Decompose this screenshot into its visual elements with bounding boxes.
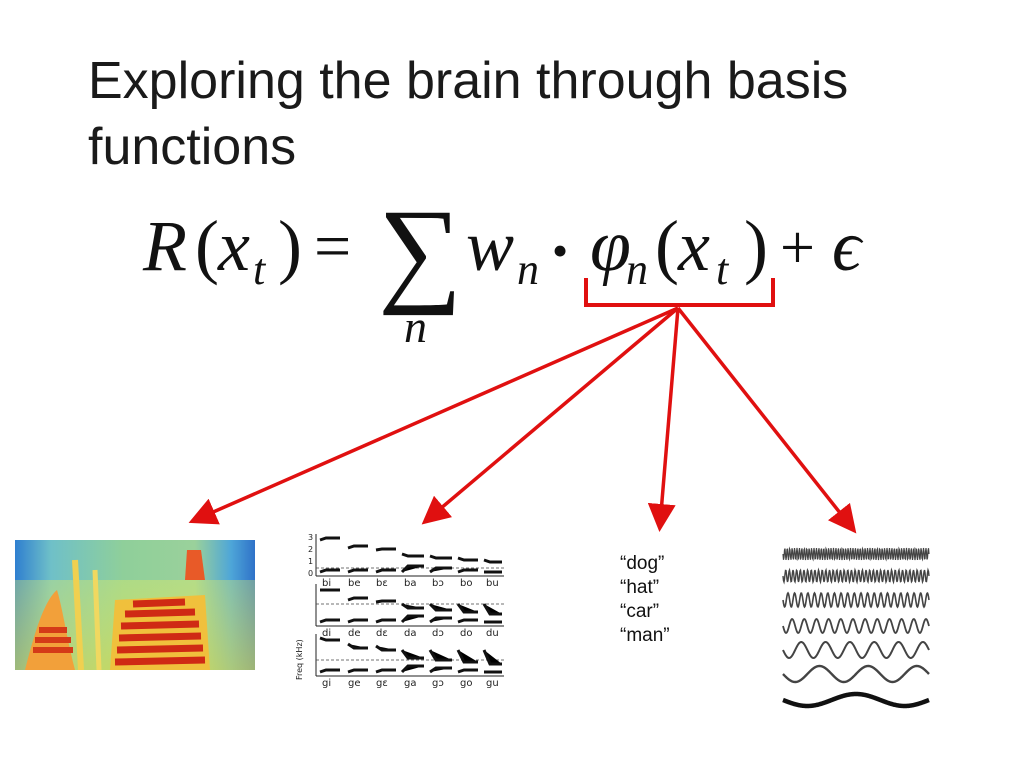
waveform-6 bbox=[782, 664, 930, 684]
syllable-gi: gi bbox=[322, 678, 331, 689]
eq-x-2-subscript: t bbox=[716, 245, 730, 294]
syllable-gaw: gɔ bbox=[432, 678, 444, 689]
eq-epsilon: ϵ bbox=[832, 206, 864, 286]
word-car: “car” bbox=[620, 601, 660, 622]
syllable-bo: bo bbox=[460, 578, 472, 589]
spectrogram-image bbox=[15, 540, 255, 670]
eq-R: R bbox=[142, 206, 187, 286]
syllable-go: go bbox=[460, 678, 472, 689]
eq-w-subscript: n bbox=[517, 245, 539, 294]
syllable-do: do bbox=[460, 628, 472, 639]
sinusoid-waveforms bbox=[782, 546, 930, 709]
syllable-beh: bε bbox=[376, 578, 388, 589]
waveform-4 bbox=[782, 618, 930, 634]
waveform-7 bbox=[782, 691, 930, 709]
waveform-1 bbox=[782, 546, 930, 562]
tick-3: 3 bbox=[308, 533, 313, 542]
formant-axis-label: Freq (kHz) bbox=[295, 639, 304, 680]
waveform-3 bbox=[782, 591, 930, 609]
eq-x-subscript: t bbox=[253, 245, 267, 294]
syllable-bu: bu bbox=[486, 578, 499, 589]
eq-phi-subscript: n bbox=[626, 245, 648, 294]
syllable-da: da bbox=[404, 628, 416, 639]
waveform-5 bbox=[782, 640, 930, 660]
syllable-di: di bbox=[322, 628, 331, 639]
title-line-1: Exploring the brain through basis bbox=[88, 52, 849, 110]
eq-x-2: x bbox=[677, 206, 710, 286]
tick-2: 2 bbox=[308, 545, 313, 554]
eq-sum-symbol: ∑ bbox=[378, 185, 462, 316]
slide-title: Exploring the brain through basis functi… bbox=[88, 48, 968, 180]
eq-x: x bbox=[217, 206, 250, 286]
syllable-ge: ge bbox=[348, 678, 361, 689]
eq-phi: φ bbox=[590, 205, 631, 287]
syllable-be: be bbox=[348, 578, 361, 589]
syllable-gu: gu bbox=[486, 678, 499, 689]
tick-1: 1 bbox=[308, 557, 313, 566]
title-line-2: functions bbox=[88, 118, 297, 176]
word-list: “dog” “hat” “car” “man” bbox=[620, 552, 720, 648]
eq-plus: + bbox=[780, 214, 815, 282]
eq-equals: = bbox=[314, 210, 351, 283]
syllable-de: de bbox=[348, 628, 361, 639]
syllable-bi: bi bbox=[322, 578, 331, 589]
formant-row-3: gi ge gε ga gɔ go gu bbox=[315, 634, 504, 689]
word-man: “man” bbox=[620, 625, 670, 646]
syllable-deh: dε bbox=[376, 628, 388, 639]
eq-lparen: ( bbox=[195, 206, 219, 286]
syllable-du: du bbox=[486, 628, 499, 639]
eq-lparen-2: ( bbox=[655, 206, 679, 286]
syllable-geh: gε bbox=[376, 678, 388, 689]
waveform-2 bbox=[782, 567, 930, 585]
basis-function-equation: R ( x t ) = ∑ n w n • φ n ( x t ) + ϵ bbox=[142, 185, 864, 352]
word-dog: “dog” bbox=[620, 553, 665, 574]
word-hat: “hat” bbox=[620, 577, 660, 598]
eq-sum-index: n bbox=[404, 301, 427, 352]
syllable-ba: ba bbox=[404, 578, 416, 589]
formant-row-2: di de dε da dɔ do du bbox=[315, 584, 504, 639]
eq-rparen: ) bbox=[278, 206, 302, 286]
formant-transition-chart: Freq (kHz) 3 2 1 0 bi be bε ba bɔ bo bbox=[295, 533, 504, 689]
formant-row-1: 3 2 1 0 bi be bε ba bɔ bo bu bbox=[308, 533, 504, 589]
syllable-ga: ga bbox=[404, 678, 416, 689]
syllable-daw: dɔ bbox=[432, 628, 444, 639]
eq-bullet: • bbox=[552, 225, 568, 276]
eq-rparen-2: ) bbox=[744, 206, 768, 286]
eq-w: w bbox=[466, 206, 514, 286]
syllable-baw: bɔ bbox=[432, 578, 444, 589]
tick-0: 0 bbox=[308, 569, 313, 578]
